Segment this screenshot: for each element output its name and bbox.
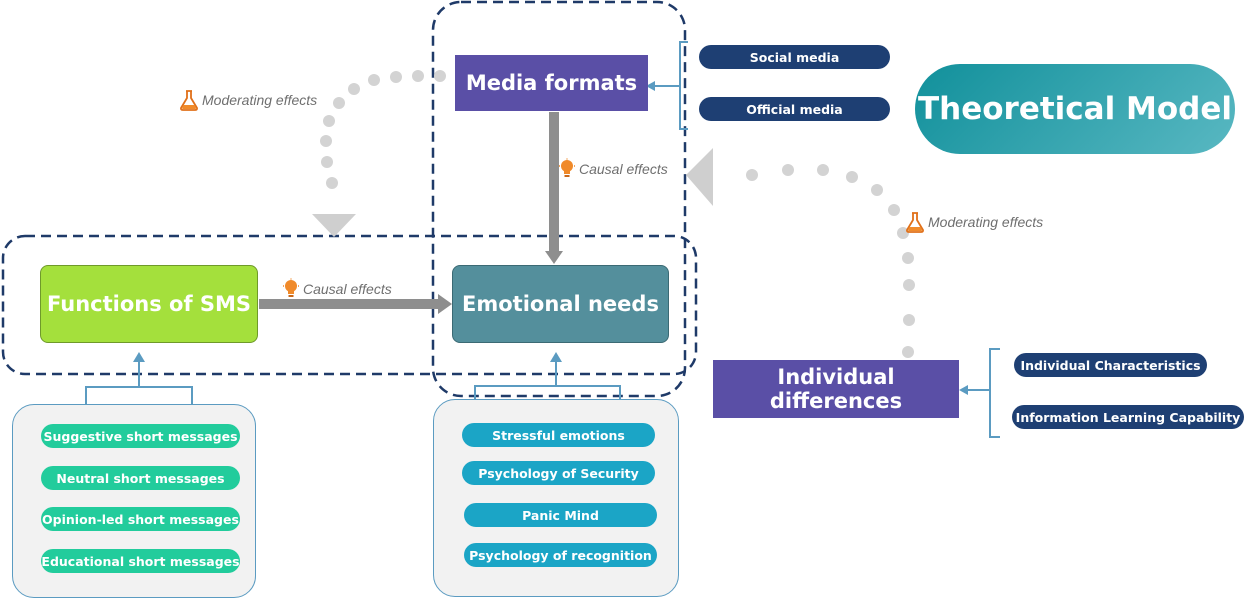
emotional-list-bracket-arrowhead	[550, 352, 562, 362]
emotional-need-item: Psychology of Security	[462, 461, 655, 485]
lightbulb-icon	[559, 158, 575, 177]
media-format-item: Official media	[699, 97, 890, 121]
sms-list-bracket	[85, 360, 193, 406]
flask-icon	[906, 212, 924, 233]
moderating-dots-media	[320, 70, 446, 189]
emotional-needs-node: Emotional needs	[452, 265, 669, 343]
emotional-need-item: Stressful emotions	[462, 423, 655, 447]
sms-emotional-dashed-frame	[1, 234, 698, 376]
lightbulb-icon	[283, 278, 299, 297]
individual-difference-item: Information Learning Capability	[1012, 405, 1244, 429]
moderating-dots-individual	[746, 164, 915, 358]
causal-arrow-sms-to-emotional	[259, 294, 452, 314]
sms-list-bracket-arrowhead	[133, 352, 145, 362]
edge-label-causal-media: Causal effects	[558, 158, 668, 180]
edge-label-causal-sms: Causal effects	[282, 278, 392, 300]
individual-differences-bracket-arrowhead	[959, 385, 968, 395]
individual-difference-item: Individual Characteristics	[1014, 353, 1207, 377]
sms-function-item: Opinion-led short messages	[41, 507, 240, 531]
sms-function-item: Neutral short messages	[41, 466, 240, 490]
emotional-list-bracket	[474, 360, 621, 401]
sms-function-item: Suggestive short messages	[41, 424, 240, 448]
moderating-arrowhead-left	[686, 148, 713, 206]
media-formats-bracket-arrowhead	[646, 81, 655, 91]
media-format-item: Social media	[699, 45, 890, 69]
media-formats-node: Media formats	[455, 55, 648, 111]
emotional-needs-label: Emotional needs	[462, 292, 659, 316]
emotional-need-item: Panic Mind	[464, 503, 657, 527]
individual-differences-node: Individual differences	[713, 360, 959, 418]
media-emotional-dashed-frame	[431, 0, 687, 398]
title-pill: Theoretical Model	[915, 64, 1235, 154]
individual-differences-label: Individual differences	[769, 365, 903, 413]
functions-of-sms-node: Functions of SMS	[40, 265, 258, 343]
diagram-title: Theoretical Model	[918, 91, 1232, 127]
sms-function-item: Educational short messages	[41, 549, 240, 573]
emotional-need-item: Psychology of recognition	[464, 543, 657, 567]
flask-icon	[180, 90, 198, 111]
functions-of-sms-label: Functions of SMS	[46, 292, 252, 316]
edge-label-moderating-media: Moderating effects	[179, 89, 317, 111]
media-formats-label: Media formats	[465, 71, 638, 95]
causal-arrow-media-to-emotional	[545, 112, 563, 264]
moderating-arrowhead-down	[312, 214, 356, 237]
edge-label-moderating-individual: Moderating effects	[905, 211, 1043, 233]
